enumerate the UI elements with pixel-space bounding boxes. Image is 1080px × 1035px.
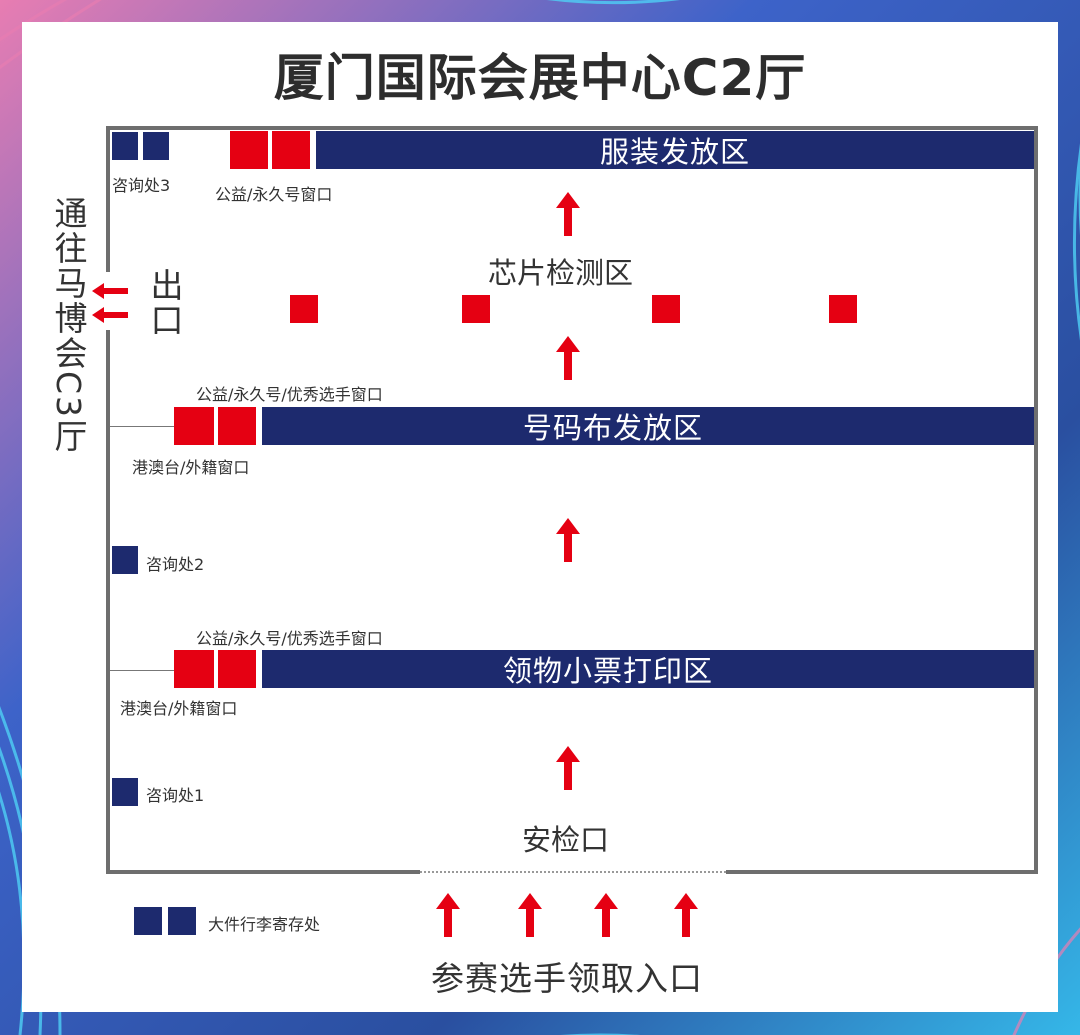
clothing-zone-label: 服装发放区 (599, 135, 750, 169)
security-check-label: 安检口 (522, 823, 610, 857)
chip-station-3 (652, 295, 680, 323)
connector-line (110, 426, 174, 427)
chip-station-1 (290, 295, 318, 323)
entrance-label: 参赛选手领取入口 (431, 959, 703, 998)
luggage-legend-label: 大件行李寄存处 (208, 915, 321, 934)
page-title: 厦门国际会展中心C2厅 (273, 49, 807, 107)
hall-wall-bottom-left (106, 870, 420, 874)
exit-arrow-icon (92, 307, 128, 323)
window-low-a (174, 650, 214, 688)
receipt-zone-bar: 领物小票打印区 (262, 650, 1034, 688)
info-desk-2 (112, 546, 138, 574)
foreign-window-mid-label: 港澳台/外籍窗口 (132, 458, 250, 477)
flow-arrow-icon (556, 336, 580, 380)
flow-arrow-icon (556, 746, 580, 790)
exit-arrow-icon (92, 283, 128, 299)
foreign-window-low-label: 港澳台/外籍窗口 (120, 699, 238, 718)
info-desk-2-label: 咨询处2 (146, 555, 205, 574)
luggage-legend-box-b (168, 907, 196, 935)
flow-arrow-icon (556, 518, 580, 562)
window-low-label: 公益/永久号/优秀选手窗口 (196, 629, 383, 648)
charity-window-top-label: 公益/永久号窗口 (215, 185, 333, 204)
number-zone-label: 号码布发放区 (522, 411, 703, 445)
entrance-dotted-line (420, 871, 726, 873)
hall-wall-left-lower (106, 330, 110, 874)
window-mid-label: 公益/永久号/优秀选手窗口 (196, 385, 383, 404)
charity-window-a (230, 131, 268, 169)
window-low-b (218, 650, 256, 688)
clothing-zone-bar: 服装发放区 (316, 131, 1034, 169)
chip-station-2 (462, 295, 490, 323)
flow-arrow-icon (556, 192, 580, 236)
window-mid-b (218, 407, 256, 445)
charity-window-b (272, 131, 310, 169)
entrance-arrow-icon (518, 893, 542, 937)
exit-destination-label: 通往马博会C3厅 (49, 196, 88, 455)
window-mid-a (174, 407, 214, 445)
exit-label: 出口 (145, 268, 184, 338)
receipt-zone-label: 领物小票打印区 (502, 654, 713, 688)
info-desk-3-label: 咨询处3 (112, 176, 171, 195)
hall-wall-left-upper (106, 126, 110, 272)
chip-zone-label: 芯片检测区 (488, 256, 634, 290)
map-card (22, 22, 1058, 1012)
connector-line (110, 670, 174, 671)
luggage-legend-box-a (134, 907, 162, 935)
entrance-arrow-icon (594, 893, 618, 937)
hall-wall-top (106, 126, 1038, 130)
number-zone-bar: 号码布发放区 (262, 407, 1034, 445)
info-desk-3-counter-b (143, 132, 169, 160)
entrance-arrow-icon (674, 893, 698, 937)
info-desk-3-counter-a (112, 132, 138, 160)
hall-wall-right (1034, 126, 1038, 874)
info-desk-1 (112, 778, 138, 806)
hall-wall-bottom-right (726, 870, 1038, 874)
info-desk-1-label: 咨询处1 (146, 786, 205, 805)
entrance-arrow-icon (436, 893, 460, 937)
chip-station-4 (829, 295, 857, 323)
